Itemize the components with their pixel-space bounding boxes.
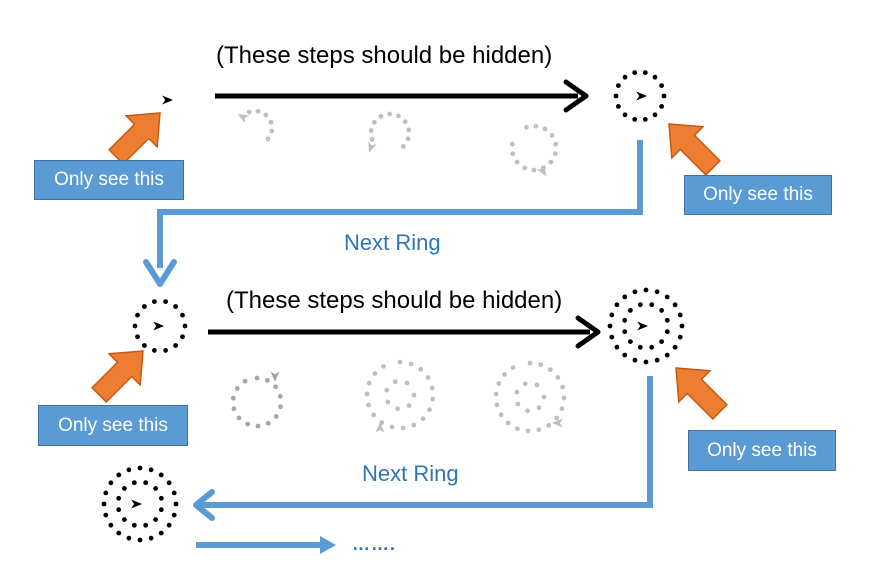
hidden-steps-caption-top: (These steps should be hidden) [216,42,553,69]
ring-2-visible [607,287,685,365]
orange-pointer-arrow-icon-2 [668,123,721,176]
orange-pointer-arrow-icon-3 [91,350,144,403]
orange-pointer-arrow-icon-1 [108,112,161,165]
next-ring-connector-1 [143,140,643,287]
bottom-hidden-steps-arrow [208,315,601,349]
single-arrow-step-icon [162,95,173,105]
hidden-steps-caption-bottom: (These steps should be hidden) [226,287,563,314]
ring-icons [101,70,685,543]
orange-pointer-arrows [91,112,728,420]
continuation-arrow [196,536,336,554]
hidden-step-2 [368,111,412,153]
only-see-this-callout-1: Only see this [34,160,184,200]
next-ring-label-1: Next Ring [344,230,441,255]
only-see-this-callout-2: Only see this [684,175,832,215]
ring-1-start-visible [132,299,188,353]
hidden-step-1 [237,108,275,142]
only-see-this-callout-3: Only see this [38,405,188,446]
top-hidden-steps-arrow [215,79,589,113]
hidden-step-3 [509,123,559,177]
ring-1-visible [613,70,667,122]
only-see-this-callout-4: Only see this [688,430,836,471]
continuation-ellipsis: ……. [352,534,397,554]
hidden-step-6 [493,360,567,434]
next-ring-label-2: Next Ring [362,461,459,486]
ring-2-start-visible [101,465,179,543]
orange-pointer-arrow-icon-4 [675,367,728,420]
hidden-step-5 [364,359,436,433]
next-ring-connector-2 [193,376,653,521]
hidden-step-4 [230,371,283,429]
